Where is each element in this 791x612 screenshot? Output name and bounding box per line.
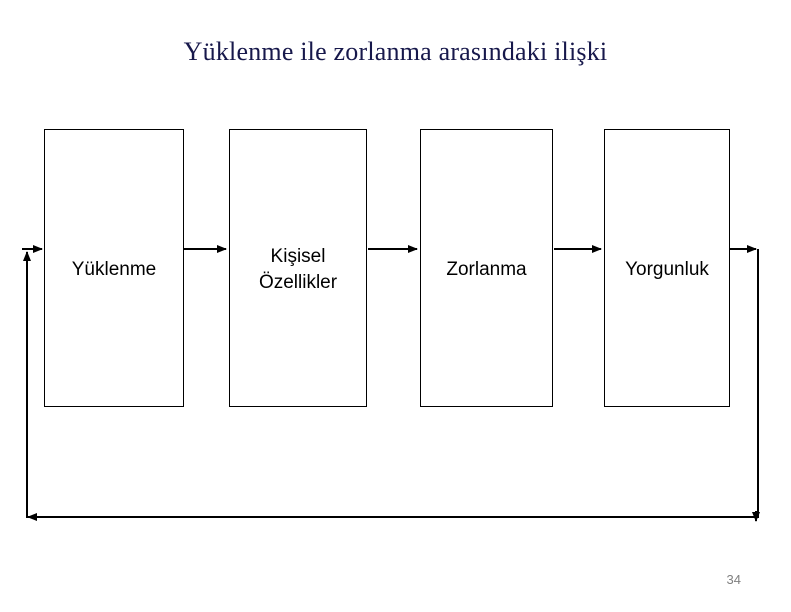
page-title: Yüklenme ile zorlanma arasındaki ilişki <box>183 37 608 66</box>
page-number: 34 <box>726 572 741 587</box>
diagram-node-zorlanma[interactable]: Zorlanma <box>420 129 553 407</box>
diagram-node-label: Yüklenme <box>71 259 157 280</box>
diagram-node-kisisel-ozellikler[interactable]: Kişisel Özellikler <box>229 129 367 407</box>
diagram-node-yorgunluk[interactable]: Yorgunluk <box>604 129 730 407</box>
diagram-node-yuklenme[interactable]: Yüklenme <box>44 129 184 407</box>
connector-feedback-yorgunluk-to-yuklenme <box>22 245 760 522</box>
diagram-node-label: Kişisel Özellikler <box>258 246 338 293</box>
